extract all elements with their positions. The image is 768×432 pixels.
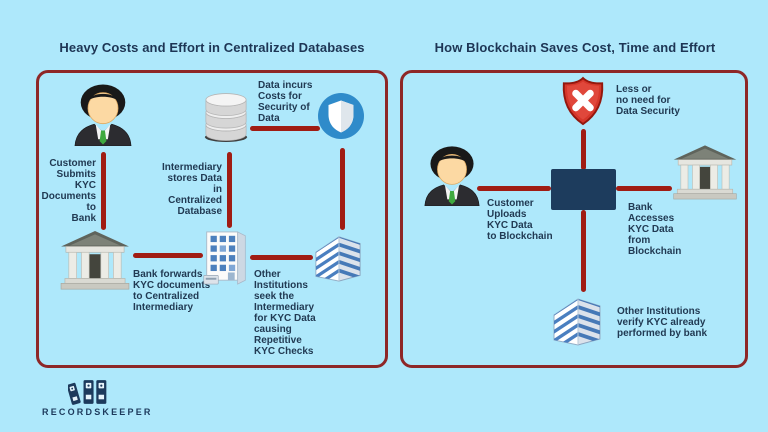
no-data-security-shield-icon [560, 76, 606, 128]
customer-uploads-label: Customer Uploads KYC Data to Blockchain [487, 198, 553, 242]
customer-person-icon [72, 82, 134, 146]
customer-person-icon [422, 144, 482, 206]
connector-customer-to-blockchain [477, 186, 551, 191]
connector-blockchain-to-institutions [581, 210, 586, 292]
bank-building-icon [671, 144, 739, 204]
no-security-label: Less or no need for Data Security [616, 84, 680, 117]
bank-accesses-label: Bank Accesses KYC Data from Blockchain [628, 202, 682, 257]
right-panel-title: How Blockchain Saves Cost, Time and Effo… [434, 40, 716, 55]
bank-forwards-label: Bank forwards KYC documents to Centraliz… [133, 269, 211, 313]
connector-shield-to-corporate [340, 148, 345, 230]
right-panel-frame [400, 70, 748, 368]
connector-shield-to-blockchain [581, 129, 586, 170]
left-panel-title: Heavy Costs and Effort in Centralized Da… [59, 40, 365, 55]
connector-office-to-corporate [250, 255, 313, 260]
intermediary-stores-label: Intermediary stores Data in Centralized … [161, 162, 222, 217]
customer-submits-label: Customer Submits KYC Documents to Bank [41, 158, 96, 224]
recordskeeper-binders-icon [68, 377, 110, 407]
other-institutions-verify-label: Other Institutions verify KYC already pe… [617, 306, 708, 339]
connector-bank-to-office [133, 253, 203, 258]
data-security-shield-icon [317, 92, 365, 140]
connector-database-to-shield [250, 126, 320, 131]
bank-building-icon [58, 230, 132, 294]
connector-database-to-office [227, 152, 232, 228]
left-panel-frame [36, 70, 388, 368]
other-institutions-seek-label: Other Institutions seek the Intermediary… [254, 269, 316, 357]
connector-customer-to-bank [101, 152, 106, 230]
corporate-building-icon [311, 232, 365, 284]
database-icon [203, 92, 249, 144]
blockchain-box [551, 169, 616, 210]
office-building-icon [203, 230, 249, 286]
data-costs-label: Data incurs Costs for Security of Data [258, 80, 313, 124]
connector-blockchain-to-bank [616, 186, 672, 191]
recordskeeper-logo-text: RECORDSKEEPER [42, 407, 153, 417]
corporate-building-icon [548, 294, 606, 348]
